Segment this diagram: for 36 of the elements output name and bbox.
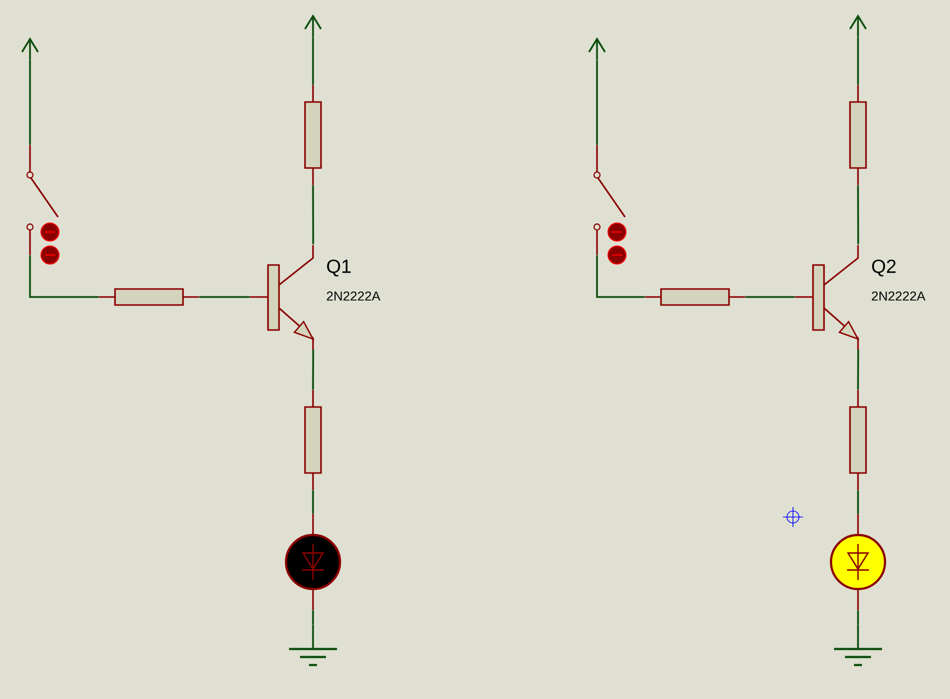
wire [596, 255, 645, 298]
wire [29, 255, 99, 298]
power-arrow [849, 14, 867, 37]
led-symbol [830, 514, 886, 610]
wire [312, 350, 314, 390]
part-label: Q1 [327, 260, 351, 276]
wire [312, 610, 314, 625]
part-label: Q2 [872, 260, 896, 276]
part-number: 2N2222A [872, 291, 926, 301]
resistor-symbol [849, 390, 867, 490]
power-arrow [21, 37, 39, 60]
resistor-symbol [645, 288, 745, 306]
ground-symbol [834, 625, 882, 666]
wire [312, 37, 314, 85]
resistor-symbol [99, 288, 199, 306]
wire [312, 185, 314, 244]
wire [29, 60, 31, 145]
power-arrow [588, 37, 606, 60]
part-number: 2N2222A [326, 291, 380, 301]
wire [745, 296, 795, 298]
wire [857, 490, 859, 514]
wire [857, 37, 859, 85]
resistor-symbol [304, 85, 322, 185]
wire [596, 60, 598, 145]
wire [857, 185, 860, 244]
wire [857, 350, 860, 390]
wire [199, 296, 250, 298]
resistor-symbol [304, 390, 322, 490]
wire [857, 610, 859, 625]
wire [312, 490, 314, 514]
power-arrow [304, 14, 322, 37]
switch-symbol [26, 145, 60, 264]
led-symbol [284, 514, 342, 610]
switch-symbol [593, 145, 626, 264]
ground-symbol [289, 625, 337, 666]
resistor-symbol [849, 85, 867, 185]
